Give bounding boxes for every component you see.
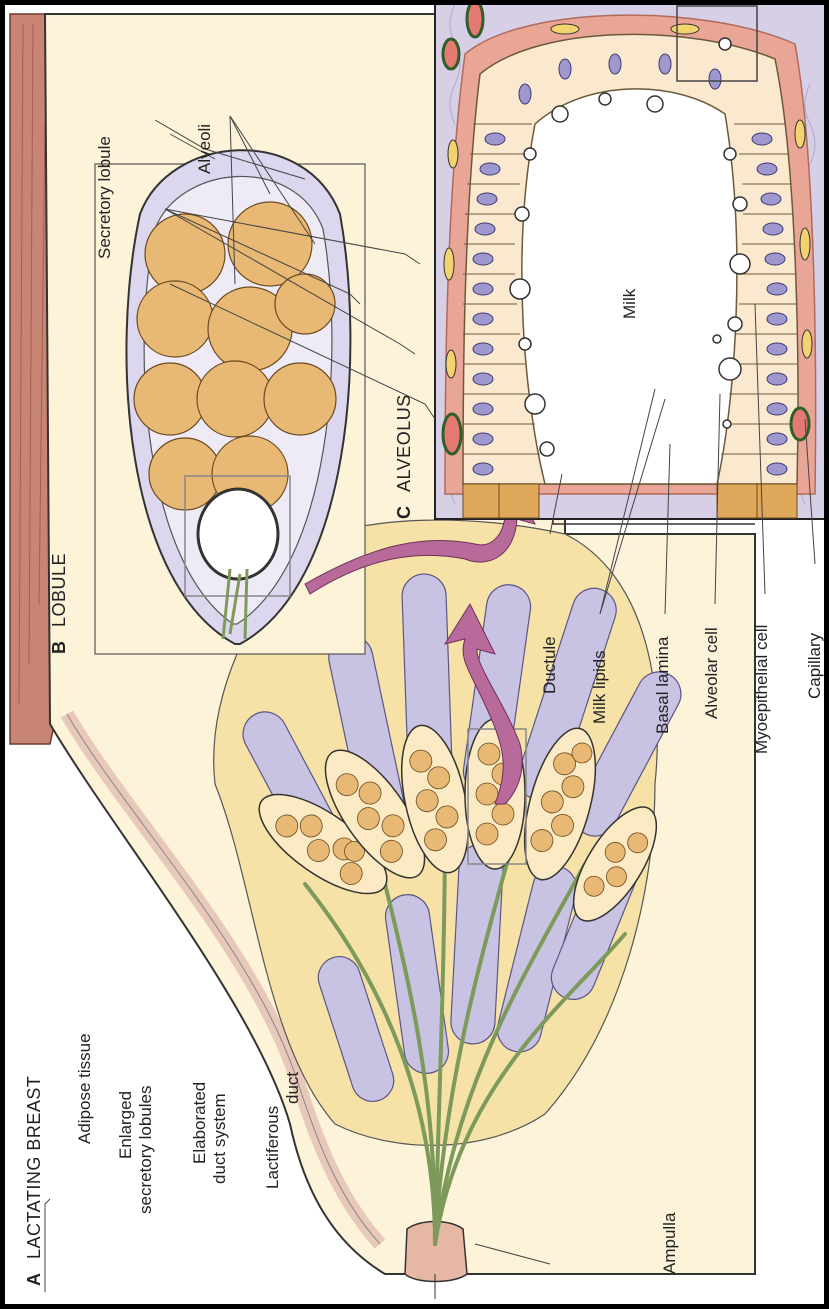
label-elaborated-2: duct system bbox=[210, 1093, 229, 1184]
label-ductule: Ductule bbox=[540, 636, 559, 694]
panel-a-letter: A bbox=[24, 1273, 44, 1286]
label-alveoli: Alveoli bbox=[195, 124, 214, 174]
label-alveolar-cell: Alveolar cell bbox=[702, 627, 721, 719]
label-milk-lipids: Milk lipids bbox=[590, 650, 609, 724]
label-lactiferous-2: duct bbox=[283, 1072, 302, 1104]
label-lactiferous-1: Lactiferous bbox=[263, 1106, 282, 1189]
panel-b-title: LOBULE bbox=[49, 553, 69, 627]
label-enlarged-2: secretory lobules bbox=[136, 1085, 155, 1214]
alveolar-lumen bbox=[522, 89, 737, 484]
label-elaborated-1: Elaborated bbox=[190, 1082, 209, 1164]
panel-b-letter: B bbox=[49, 641, 69, 654]
label-capillary: Capillary bbox=[805, 632, 824, 699]
panel-a-title: LACTATING BREAST bbox=[24, 1076, 44, 1259]
label-ampulla: Ampulla bbox=[660, 1212, 679, 1274]
label-myoepithelial-cell: Myoepithelial cell bbox=[752, 625, 771, 754]
panel-c-letter: C bbox=[394, 506, 414, 519]
panel-c-title: ALVEOLUS bbox=[394, 394, 414, 492]
anatomy-diagram: A LACTATING BREAST B LOBULE C ALVEOLUS A… bbox=[5, 5, 824, 1304]
panel-c-alveolus bbox=[435, 5, 824, 519]
figure-board: A LACTATING BREAST B LOBULE C ALVEOLUS A… bbox=[5, 5, 824, 1304]
label-adipose-tissue: Adipose tissue bbox=[75, 1033, 94, 1144]
label-secretory-lobule: Secretory lobule bbox=[95, 136, 114, 259]
label-basal-lamina: Basal lamina bbox=[653, 636, 672, 734]
label-enlarged-1: Enlarged bbox=[116, 1091, 135, 1159]
label-milk: Milk bbox=[620, 288, 639, 319]
